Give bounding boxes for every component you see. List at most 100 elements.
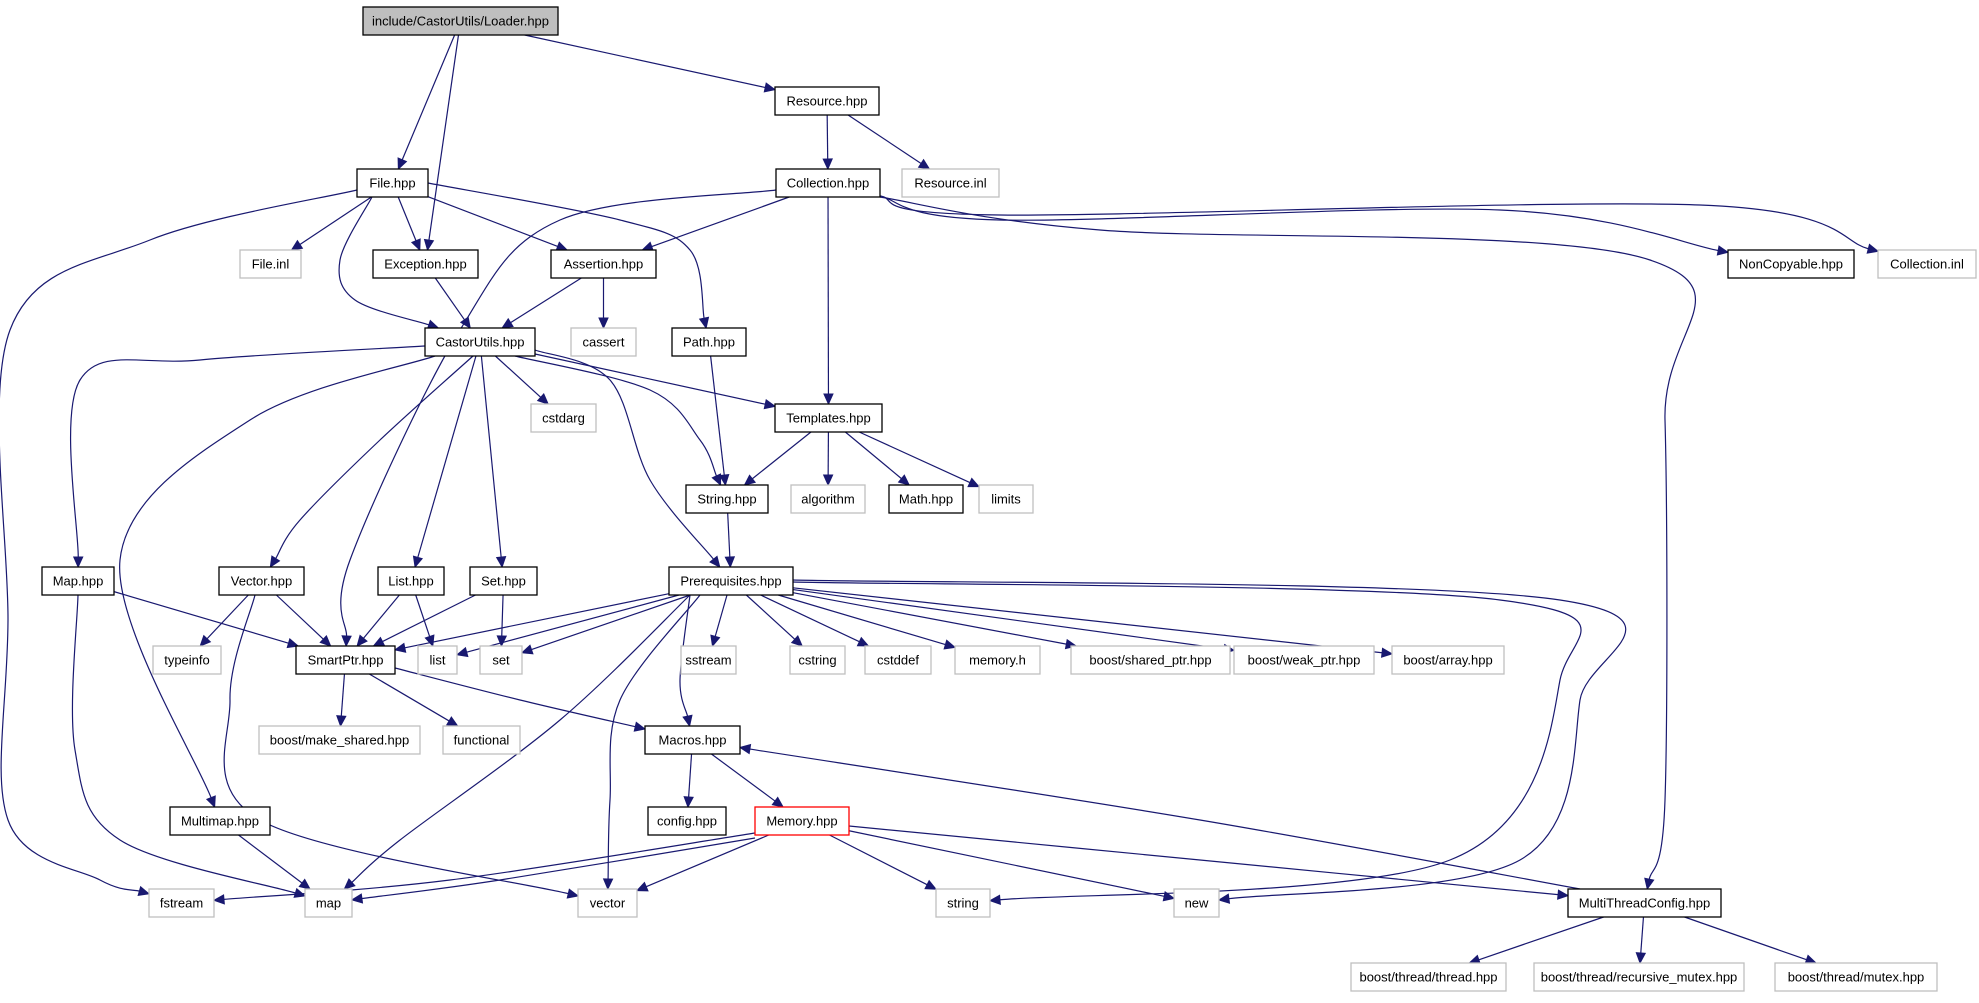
node-exception[interactable]: Exception.hpp <box>372 249 479 279</box>
edge-line <box>119 355 436 798</box>
node-label: boost/array.hpp <box>1403 653 1492 668</box>
edge-line <box>714 594 728 637</box>
node-label: Resource.inl <box>914 176 986 191</box>
edge-line <box>238 834 303 884</box>
edge-prereq-to-array <box>792 587 1394 658</box>
node-label: cstddef <box>877 653 919 668</box>
edge-multimap-to-map <box>238 834 311 890</box>
node-label: Assertion.hpp <box>564 257 644 272</box>
node-label: boost/make_shared.hpp <box>270 733 409 748</box>
edge-line <box>480 355 502 558</box>
arrowhead-icon <box>602 878 614 891</box>
arrowhead-icon <box>598 317 609 330</box>
node-box <box>789 645 846 675</box>
edge-file-to-exception <box>397 196 421 252</box>
arrowhead-icon <box>943 639 957 650</box>
arrowhead-icon <box>336 715 347 728</box>
edge-castorutils-to-list_hpp <box>412 355 477 569</box>
node-loader[interactable]: include/CastorUtils/Loader.hpp <box>362 6 559 36</box>
node-box <box>417 645 458 675</box>
node-string-hpp[interactable]: String.hpp <box>685 484 769 514</box>
arrowhead-icon <box>393 642 407 653</box>
node-box <box>41 566 115 596</box>
edge-line <box>223 832 756 900</box>
edge-collection-to-assertion <box>641 196 790 252</box>
node-box <box>304 888 353 918</box>
node-macros[interactable]: Macros.hpp <box>644 725 741 755</box>
node-file[interactable]: File.hpp <box>356 168 429 198</box>
edge-line <box>531 594 691 651</box>
node-label: File.inl <box>252 257 290 272</box>
node-label: boost/shared_ptr.hpp <box>1089 653 1211 668</box>
edge-prereq-to-cstring <box>745 594 804 647</box>
edge-loader-to-exception <box>423 34 460 252</box>
node-smartptr[interactable]: SmartPtr.hpp <box>295 645 396 675</box>
edge-line <box>71 594 296 894</box>
edge-line <box>879 195 1869 250</box>
node-label: Collection.inl <box>1890 257 1964 272</box>
edge-line <box>1478 916 1604 961</box>
node-typeinfo: typeinfo <box>152 645 222 675</box>
node-path[interactable]: Path.hpp <box>671 327 747 357</box>
edge-smartptr-to-make_shared <box>336 673 347 728</box>
node-box <box>954 645 1041 675</box>
node-multithread[interactable]: MultiThreadConfig.hpp <box>1567 888 1722 918</box>
node-memory-hpp[interactable]: Memory.hpp <box>754 806 850 836</box>
edge-prereq-to-new <box>792 579 1627 904</box>
node-templates[interactable]: Templates.hpp <box>774 403 883 433</box>
edge-line <box>0 189 358 892</box>
node-map-hpp[interactable]: Map.hpp <box>41 566 115 596</box>
node-castorutils[interactable]: CastorUtils.hpp <box>424 327 536 357</box>
node-collection[interactable]: Collection.hpp <box>775 168 881 198</box>
node-resource[interactable]: Resource.hpp <box>774 86 880 116</box>
edge-assertion-to-castorutils <box>501 277 582 329</box>
edge-list_hpp-to-list <box>415 594 435 648</box>
edge-line <box>69 345 426 558</box>
arrowhead-icon <box>988 894 1001 905</box>
arrowhead-icon <box>1557 889 1570 900</box>
node-resource-inl: Resource.inl <box>901 168 1000 198</box>
node-box <box>152 645 222 675</box>
edge-line <box>679 594 691 717</box>
node-map: map <box>304 888 353 918</box>
node-list-hpp[interactable]: List.hpp <box>377 566 445 596</box>
arrowhead-icon <box>1866 243 1880 254</box>
arrowhead-icon <box>424 634 435 648</box>
node-box <box>372 249 479 279</box>
node-noncopyable[interactable]: NonCopyable.hpp <box>1727 249 1855 279</box>
edge-line <box>401 34 456 161</box>
arrowhead-icon <box>212 894 225 905</box>
edge-line <box>792 592 1067 645</box>
node-box <box>530 403 597 433</box>
edge-vector_hpp-to-vector <box>223 594 580 899</box>
node-set-hpp[interactable]: Set.hpp <box>469 566 538 596</box>
node-vector-hpp[interactable]: Vector.hpp <box>218 566 305 596</box>
edge-line <box>710 355 725 476</box>
arrowhead-icon <box>1380 647 1394 658</box>
edge-file-to-file_inl <box>290 196 372 251</box>
node-math[interactable]: Math.hpp <box>888 484 964 514</box>
edge-prereq-to-memory_h <box>778 594 957 650</box>
edge-line <box>829 834 928 886</box>
node-config[interactable]: config.hpp <box>647 806 727 836</box>
edge-templates-to-string_hpp <box>743 431 812 486</box>
node-multimap[interactable]: Multimap.hpp <box>169 806 271 836</box>
edge-resource-to-collection <box>822 114 833 171</box>
node-box <box>424 327 536 357</box>
node-prereq[interactable]: Prerequisites.hpp <box>668 566 794 596</box>
node-label: Templates.hpp <box>786 411 871 426</box>
arrowhead-icon <box>423 238 435 252</box>
edge-line <box>275 594 324 640</box>
edge-line <box>510 277 582 324</box>
arrowhead-icon <box>445 716 459 727</box>
node-assertion[interactable]: Assertion.hpp <box>550 249 657 279</box>
node-box <box>295 645 396 675</box>
edge-line <box>524 34 766 89</box>
arrowhead-icon <box>495 556 507 569</box>
node-label: typeinfo <box>164 653 210 668</box>
edge-castorutils-to-set_hpp <box>480 355 507 569</box>
edge-line <box>1640 916 1645 954</box>
arrowhead-icon <box>967 477 981 488</box>
edge-file-to-assertion <box>427 196 569 252</box>
arrowhead-icon <box>856 636 870 647</box>
